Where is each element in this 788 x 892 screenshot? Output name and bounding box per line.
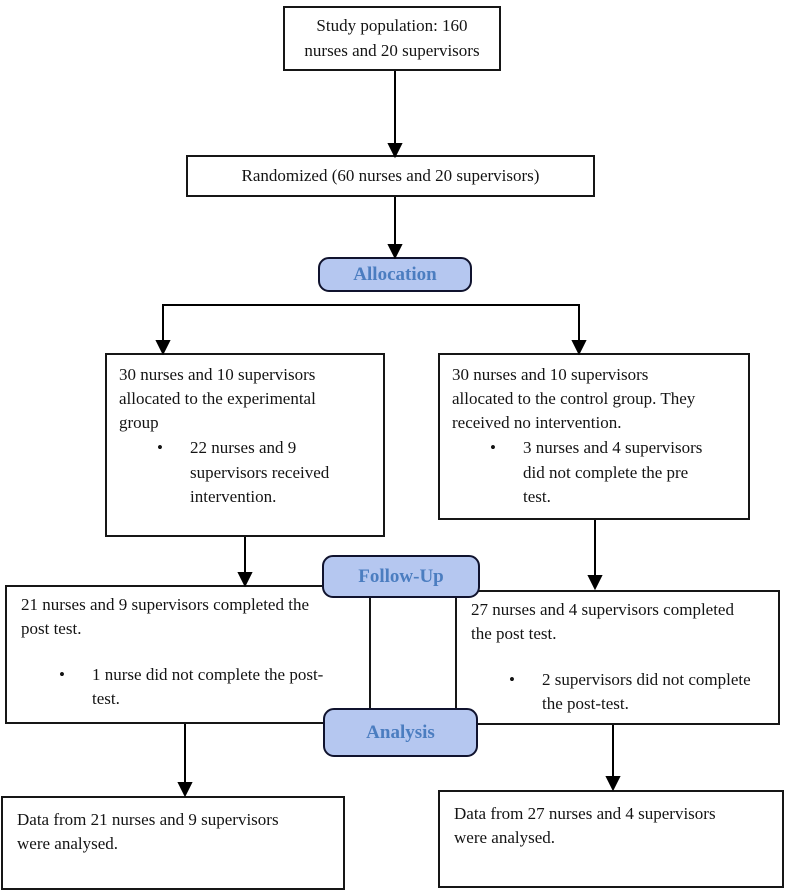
analysis-stage-label: Analysis (323, 708, 478, 757)
arrowhead (387, 244, 403, 260)
bullet-icon: • (509, 670, 515, 690)
arrowhead (155, 340, 171, 356)
experimental-group-bullet-text: 22 nurses and 9 supervisors received int… (190, 438, 330, 506)
analysed-right-box: Data from 27 nurses and 4 supervisors we… (438, 790, 784, 888)
arrowhead (571, 340, 587, 356)
bullet-icon: • (157, 438, 163, 458)
analysis-stage-text: Analysis (366, 721, 435, 743)
analysed-right-text: Data from 27 nurses and 4 supervisors we… (454, 804, 716, 848)
control-group-box: 30 nurses and 10 supervisors allocated t… (438, 353, 750, 520)
study-population-box: Study population: 160 nurses and 20 supe… (283, 6, 501, 71)
allocation-stage-text: Allocation (353, 263, 437, 285)
bullet-icon: • (59, 665, 65, 685)
arrowhead (177, 782, 193, 798)
arrowhead (605, 776, 621, 792)
control-group-bullet-item: • 3 nurses and 4 supervisors did not com… (490, 436, 736, 508)
followup-stage-text: Follow-Up (358, 565, 444, 587)
followup-right-bullet-item: • 2 supervisors did not complete the pos… (509, 668, 764, 716)
followup-left-text: 21 nurses and 9 supervisors completed th… (21, 595, 309, 639)
followup-left-bullet-item: • 1 nurse did not complete the post- tes… (59, 663, 355, 711)
analysed-left-text: Data from 21 nurses and 9 supervisors we… (17, 810, 279, 854)
followup-right-box: 27 nurses and 4 supervisors completed th… (455, 590, 780, 725)
study-population-text: Study population: 160 nurses and 20 supe… (304, 16, 480, 60)
randomized-text: Randomized (60 nurses and 20 supervisors… (241, 165, 540, 185)
arrowhead (587, 575, 603, 591)
allocation-branch-line (162, 304, 580, 342)
followup-stage-label: Follow-Up (322, 555, 480, 598)
followup-left-box: 21 nurses and 9 supervisors completed th… (5, 585, 371, 724)
bullet-icon: • (490, 438, 496, 458)
allocation-stage-label: Allocation (318, 257, 472, 292)
followup-right-text: 27 nurses and 4 supervisors completed th… (471, 600, 734, 644)
analysed-left-box: Data from 21 nurses and 9 supervisors we… (1, 796, 345, 890)
followup-left-bullet-text: 1 nurse did not complete the post- test. (92, 665, 324, 709)
experimental-group-text: 30 nurses and 10 supervisors allocated t… (119, 365, 316, 433)
control-group-bullet-text: 3 nurses and 4 supervisors did not compl… (523, 438, 703, 506)
randomized-box: Randomized (60 nurses and 20 supervisors… (186, 155, 595, 197)
arrowhead (237, 572, 253, 588)
experimental-group-box: 30 nurses and 10 supervisors allocated t… (105, 353, 385, 537)
experimental-group-bullet-item: • 22 nurses and 9 supervisors received i… (157, 436, 371, 508)
control-group-text: 30 nurses and 10 supervisors allocated t… (452, 365, 696, 433)
followup-right-bullet-text: 2 supervisors did not complete the post-… (542, 670, 751, 714)
